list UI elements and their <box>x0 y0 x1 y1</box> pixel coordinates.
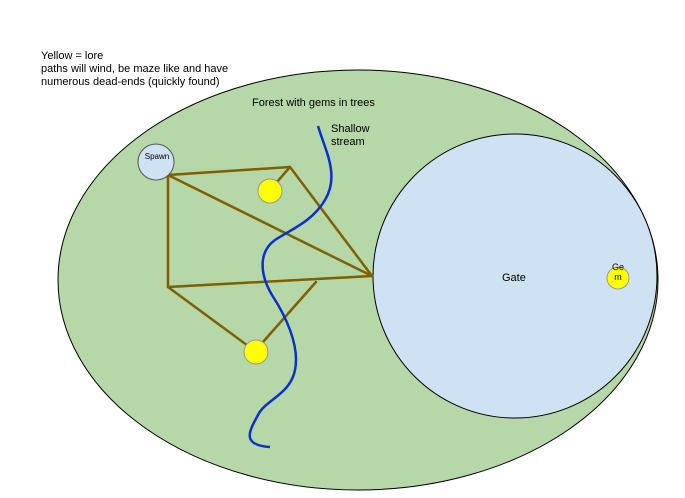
path-segment <box>166 285 257 353</box>
forest-label: Forest with gems in trees <box>252 97 375 109</box>
lore-marker <box>243 339 269 365</box>
stream-label: Shallow stream <box>331 123 371 149</box>
path-segment <box>166 165 292 177</box>
path-segment <box>288 165 374 278</box>
legend-line: Yellow = lore <box>41 50 104 62</box>
gate-label: Gate <box>502 272 526 284</box>
legend-notes: Yellow = lore paths will wind, be maze l… <box>41 50 228 89</box>
gem-label: Gem <box>612 262 625 282</box>
legend-line: numerous dead-ends (quickly found) <box>41 76 220 88</box>
spawn-label: Spawn <box>144 152 170 161</box>
path-segment <box>166 274 374 289</box>
gem-marker <box>606 266 630 290</box>
stream <box>248 125 333 449</box>
stream-label-text: Shallow stream <box>331 123 370 148</box>
path-segment <box>166 173 374 278</box>
legend-line: paths will wind, be maze like and have <box>41 63 229 75</box>
lore-marker <box>257 178 283 204</box>
spawn-point <box>137 143 175 181</box>
